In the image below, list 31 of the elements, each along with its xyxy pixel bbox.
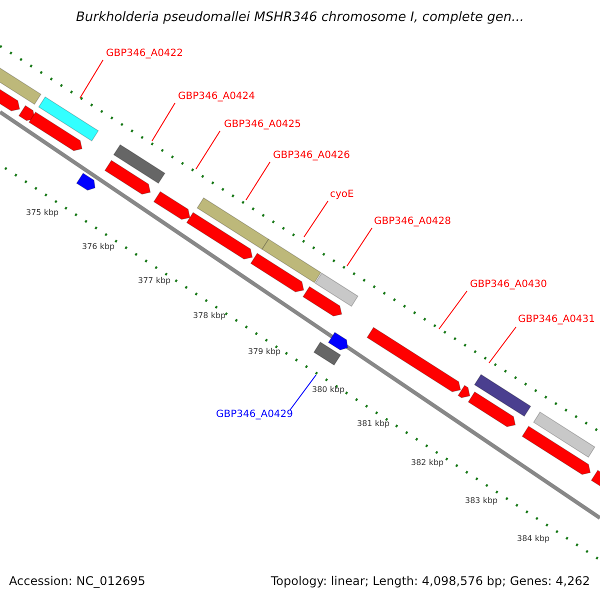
gene-label: GBP346_A0431 (518, 314, 596, 325)
gene-label: cyoE (330, 189, 354, 200)
leader-line (346, 228, 372, 266)
tick-label: 379 kbp (248, 347, 281, 356)
title: Burkholderia pseudomallei MSHR346 chromosome I, complete gen... (74, 10, 526, 25)
gene-label: GBP346_A0428 (374, 216, 452, 227)
leader-line (438, 290, 468, 330)
gene-label: GBP346_A0425 (224, 119, 302, 130)
tick-label: 381 kbp (357, 419, 390, 428)
gene-label: GBP346_A0429 (216, 409, 294, 420)
leader-line (488, 326, 516, 364)
leader-line (80, 60, 104, 98)
leader-line (152, 102, 176, 142)
gene-label: GBP346_A0424 (178, 91, 256, 102)
tick-label: 375 kbp (26, 208, 59, 217)
gene-label: GBP346_A0430 (470, 279, 548, 290)
tick-label: 377 kbp (138, 276, 171, 285)
gene-label: GBP346_A0422 (106, 48, 184, 59)
topology-text: Topology: linear; Length: 4,098,576 bp; Genes: 4,262 (270, 574, 590, 588)
gene-label: GBP346_A0426 (273, 150, 350, 161)
tick-label: 376 kbp (82, 242, 115, 251)
tick-label: 384 kbp (517, 534, 550, 543)
accession-text: Accession: NC_012695 (9, 574, 146, 588)
leader-line (246, 162, 270, 200)
leader-line (290, 374, 316, 410)
leader-line (196, 130, 220, 170)
tick-label: 383 kbp (465, 496, 498, 505)
tick-label: 378 kbp (193, 311, 226, 320)
leader-line (304, 200, 328, 238)
tick-label: 382 kbp (411, 458, 444, 467)
tick-label: 380 kbp (312, 385, 345, 394)
